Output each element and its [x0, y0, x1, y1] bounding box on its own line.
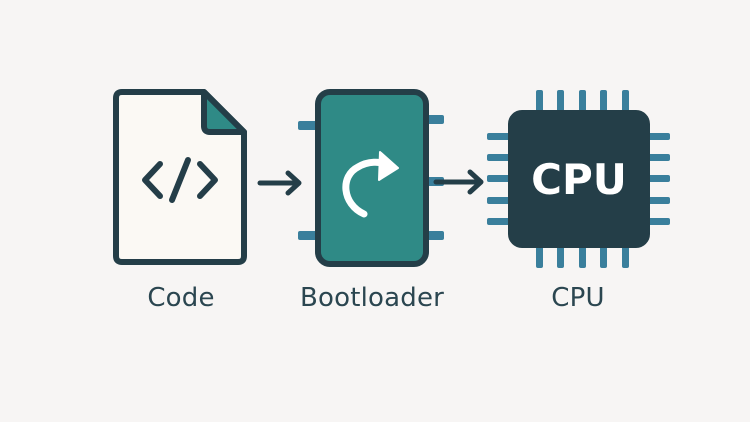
cpu-label: CPU — [551, 283, 605, 313]
code-file-icon — [113, 89, 247, 265]
bootloader-label: Bootloader — [299, 283, 445, 313]
curved-arrow-icon — [342, 151, 399, 218]
code-brackets-glyph — [142, 157, 218, 203]
cpu-chip-icon: CPU — [487, 90, 670, 268]
arrow-bootloader-to-cpu — [433, 169, 484, 195]
bootloader-chip-icon — [298, 89, 444, 267]
arrow-code-to-bootloader — [257, 170, 302, 196]
cpu-chip-text: CPU — [531, 155, 627, 204]
code-label: Code — [147, 283, 215, 313]
